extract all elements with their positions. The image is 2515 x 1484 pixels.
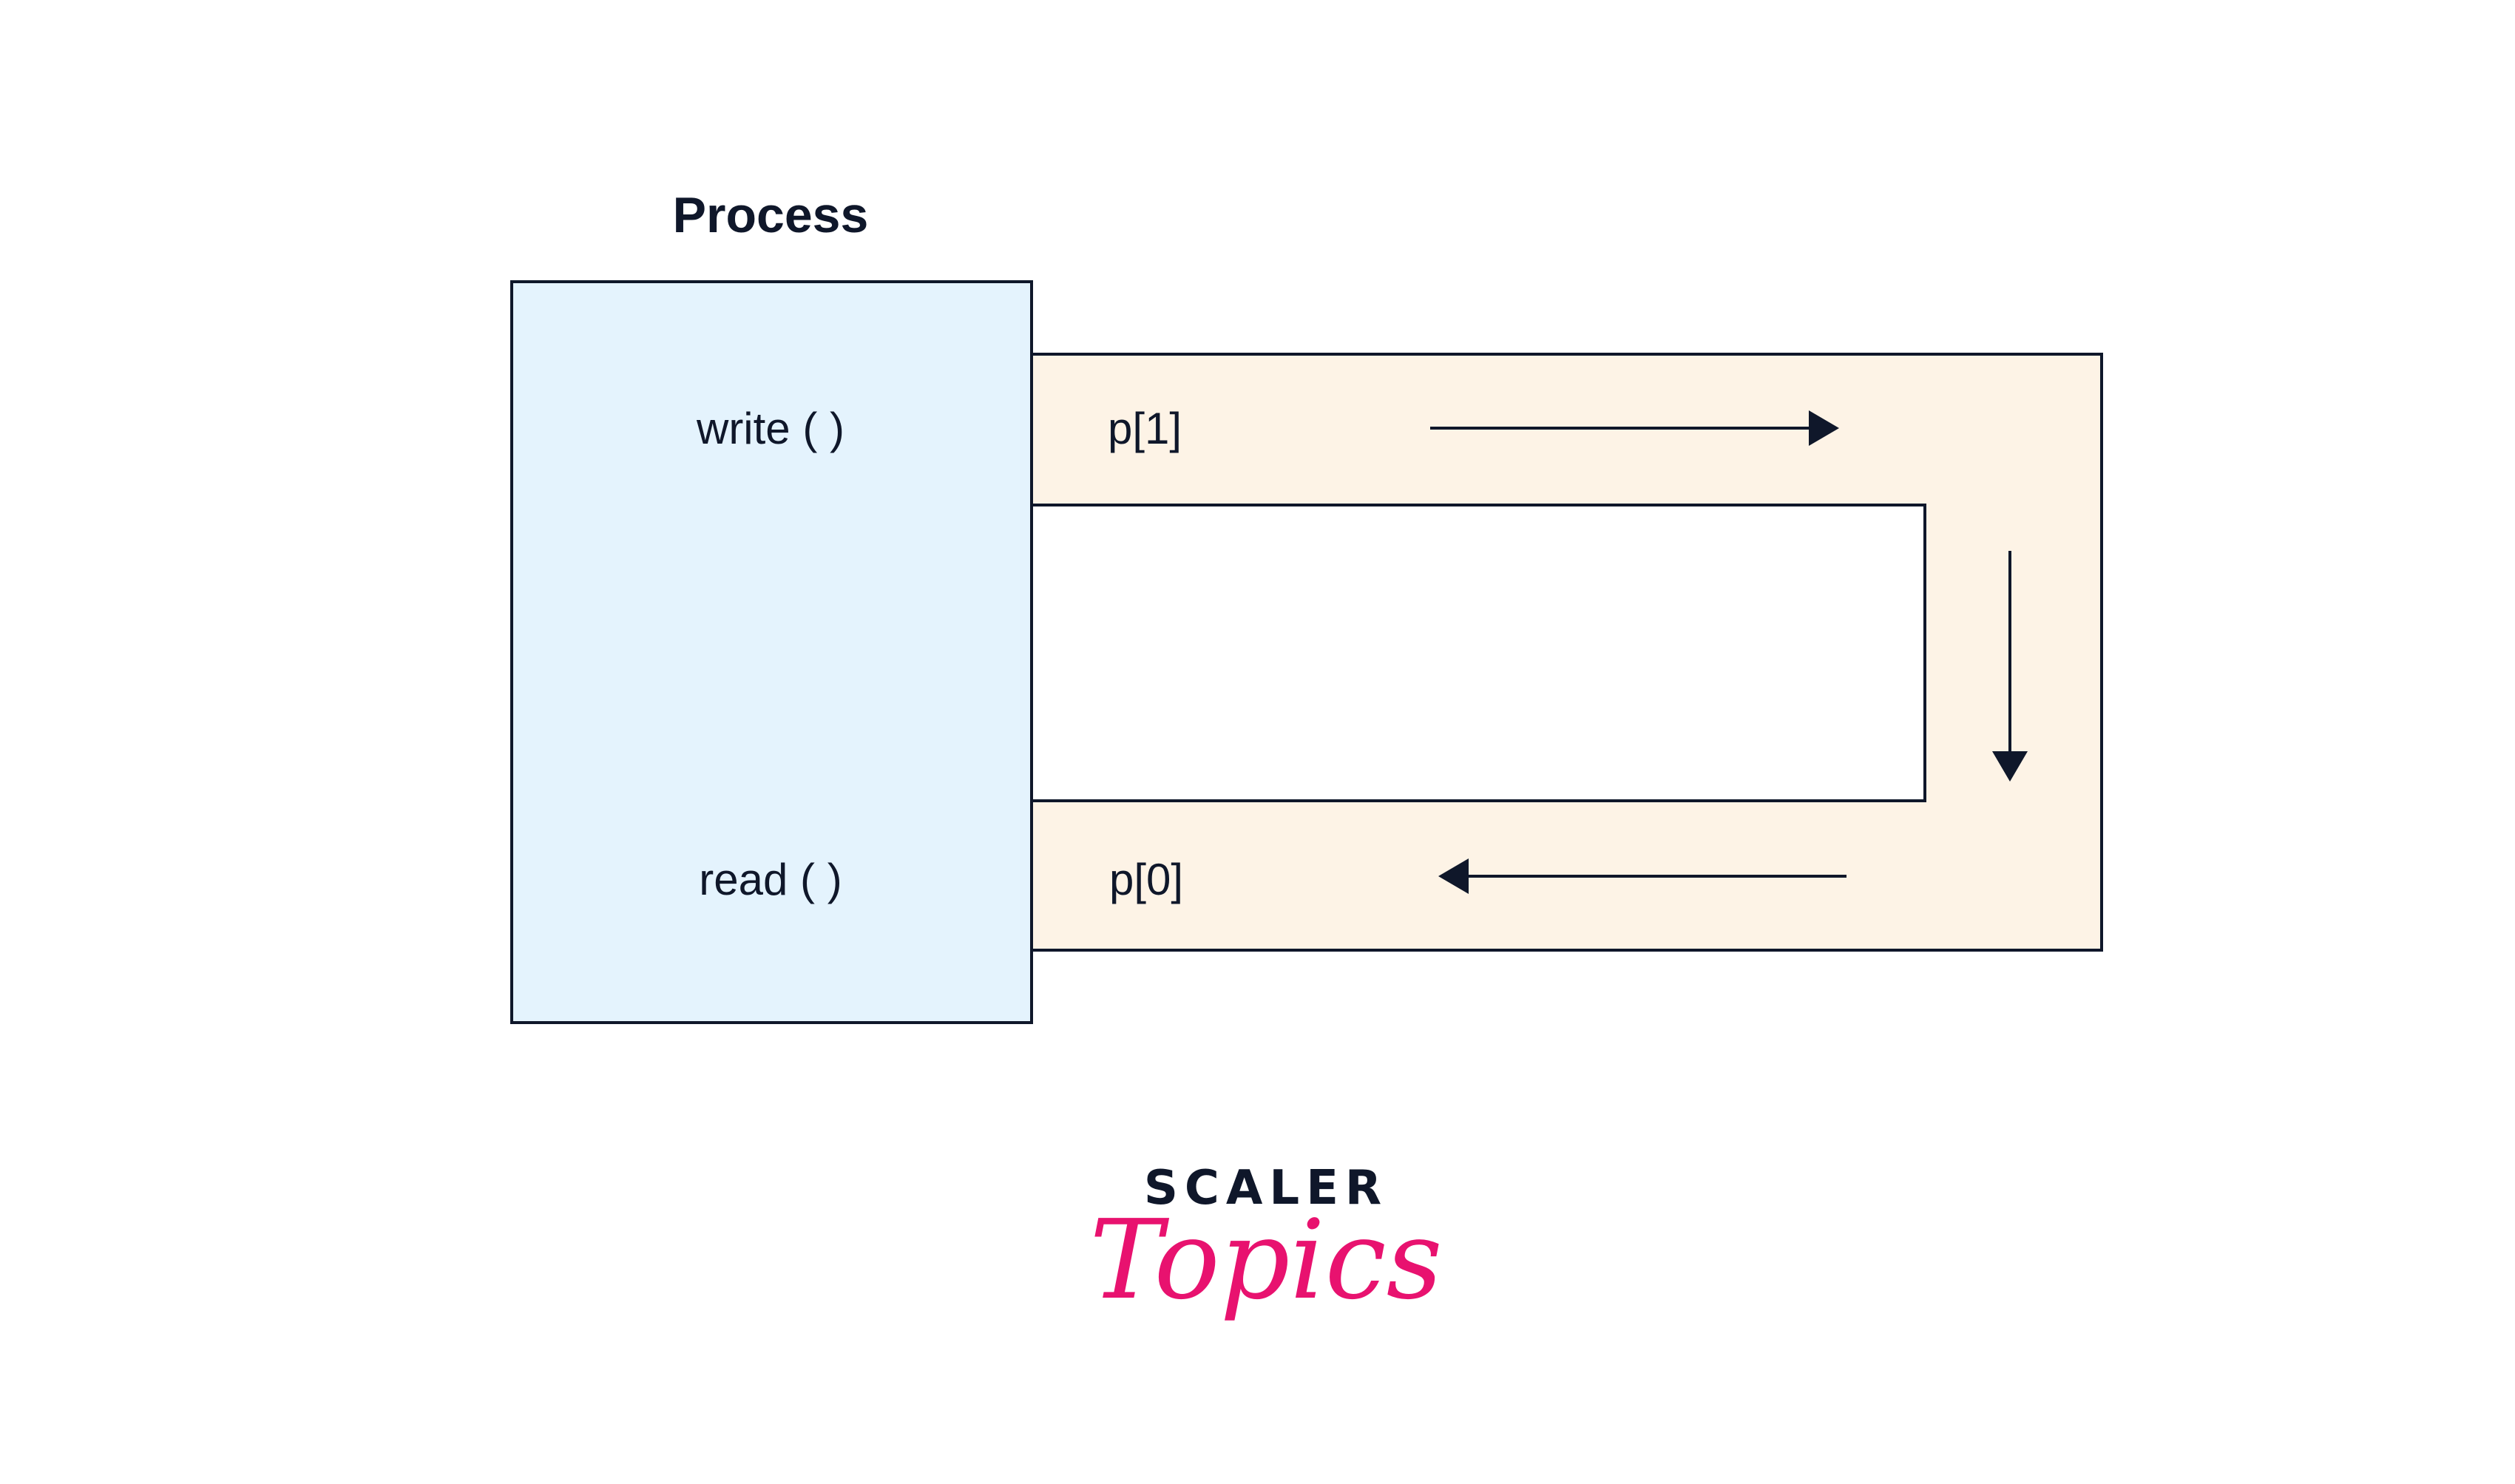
process-box — [510, 280, 1033, 1024]
process-title: Process — [673, 187, 869, 243]
read-function-label: read ( ) — [699, 855, 842, 904]
bottom-left-arrow — [1438, 858, 1847, 894]
pipe-shape — [1030, 353, 2103, 952]
logo-scaler-text: SCALER — [1144, 1161, 1388, 1216]
logo-topics-text: Topics — [1089, 1196, 1442, 1324]
scaler-topics-logo: SCALER Topics — [1089, 1161, 1442, 1324]
write-end-label: p[1] — [1108, 404, 1182, 453]
top-right-arrow — [1430, 410, 1839, 446]
down-arrow — [1992, 551, 2028, 782]
write-function-label: write ( ) — [696, 404, 844, 453]
read-end-label: p[0] — [1109, 855, 1183, 904]
